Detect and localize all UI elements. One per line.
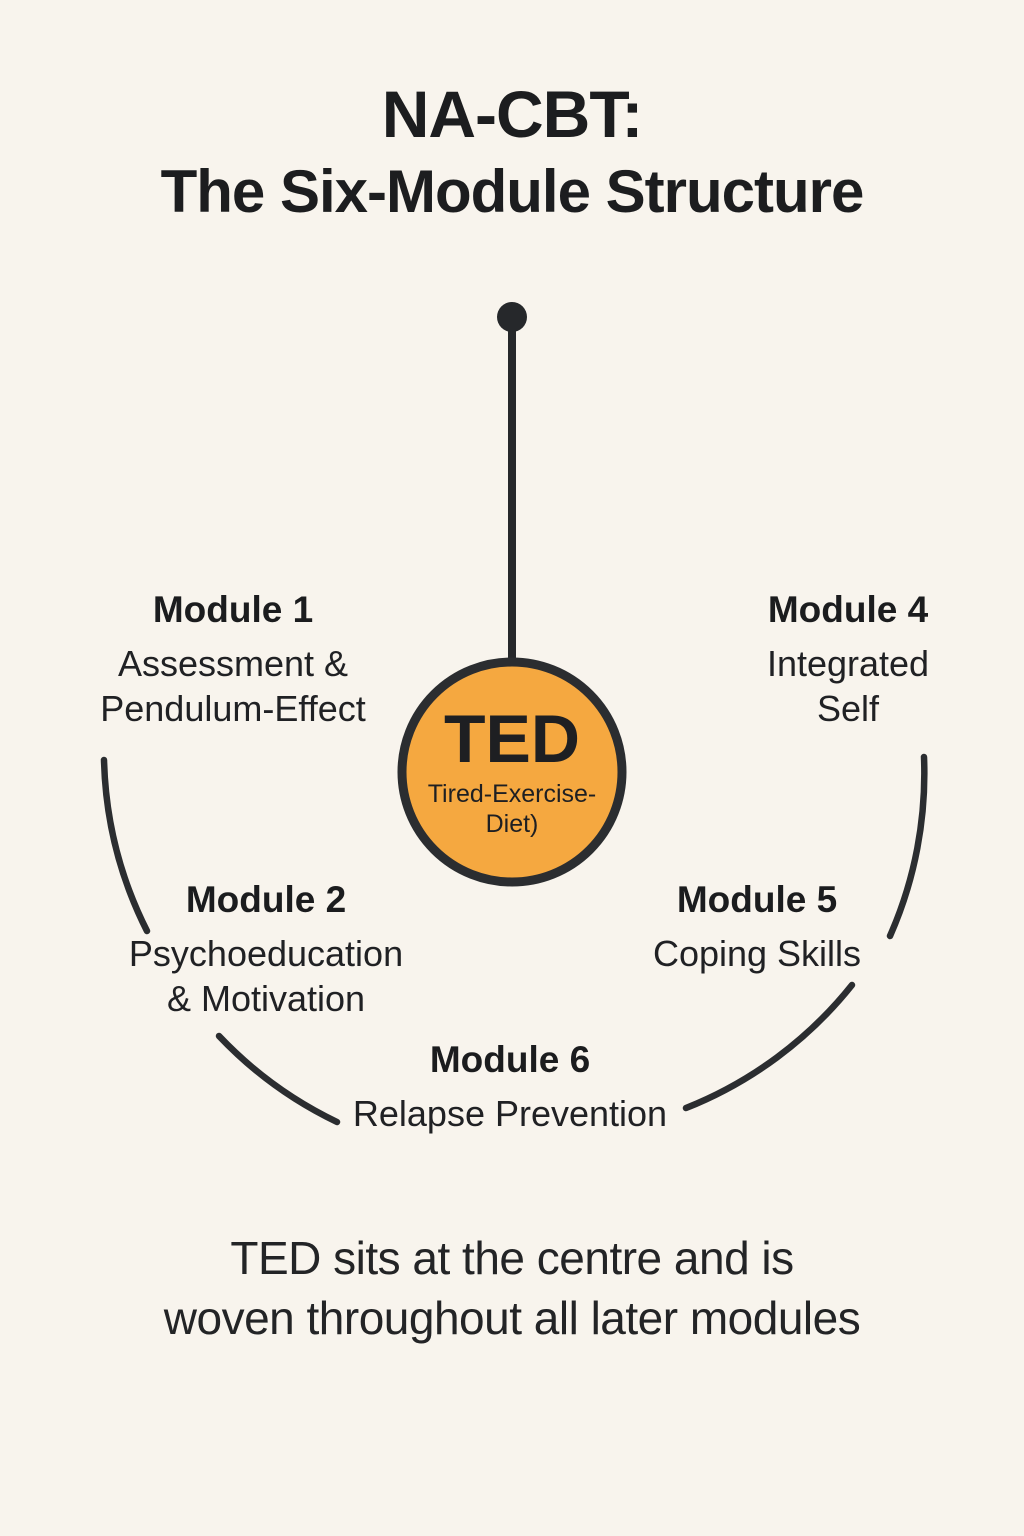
pendulum-pivot-dot: [497, 302, 527, 332]
module-6-block: Module 6 Relapse Prevention: [285, 1038, 735, 1136]
ted-expansion: Tired-Exercise- Diet): [427, 780, 597, 838]
title-line-1: NA-CBT:: [381, 77, 644, 151]
module-6-name: Relapse Prevention: [352, 1093, 668, 1134]
ted-center-circle: [397, 657, 627, 887]
module-2-block: Module 2 Psychoeducation & Motivation: [76, 878, 456, 1021]
module-5-name: Coping Skills: [652, 933, 862, 974]
ring-arc-left: [100, 756, 151, 935]
module-2-heading: Module 2: [185, 879, 347, 920]
module-1-heading: Module 1: [152, 589, 314, 630]
title-line-2: The Six-Module Structure: [160, 158, 865, 225]
module-1-name: Assessment & Pendulum-Effect: [100, 643, 366, 729]
module-5-block: Module 5 Coping Skills: [567, 878, 947, 976]
footer-caption: TED sits at the centre and is woven thro…: [163, 1232, 861, 1344]
page-title: NA-CBT: The Six-Module Structure: [0, 81, 1024, 222]
ring-arc-bottom-right: [682, 981, 856, 1112]
ted-acronym: TED: [444, 701, 580, 777]
module-4-name: Integrated Self: [766, 643, 930, 729]
module-4-block: Module 4 Integrated Self: [658, 588, 1024, 731]
ted-circle-text: TED Tired-Exercise- Diet): [397, 659, 627, 885]
module-2-name: Psychoeducation & Motivation: [128, 933, 404, 1019]
module-4-heading: Module 4: [767, 589, 929, 630]
module-5-heading: Module 5: [676, 879, 838, 920]
module-1-block: Module 1 Assessment & Pendulum-Effect: [43, 588, 423, 731]
ring-arc-bottom-left: [215, 1032, 341, 1126]
ring-arc-right: [886, 753, 928, 940]
module-6-heading: Module 6: [429, 1039, 591, 1080]
